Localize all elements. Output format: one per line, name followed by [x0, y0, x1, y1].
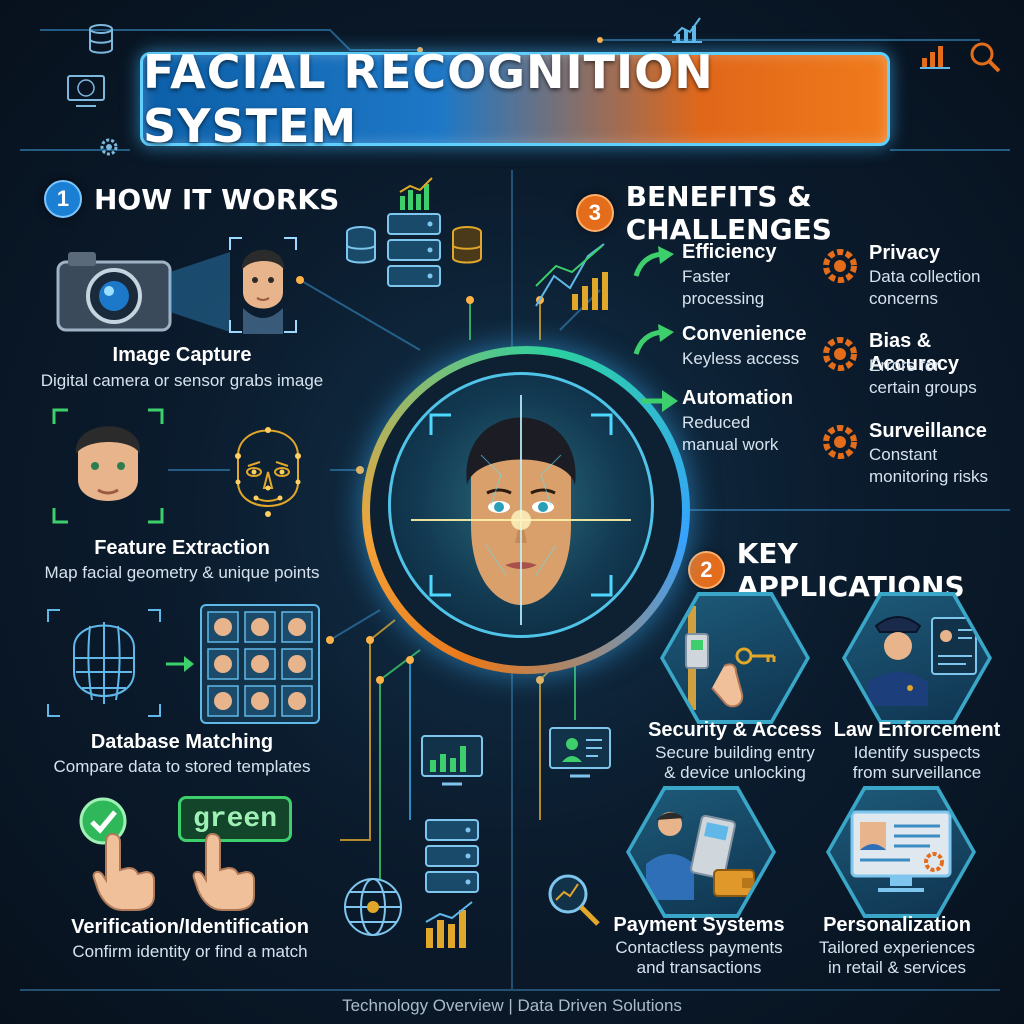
face-template-grid [200, 604, 320, 724]
monitor-icon [549, 727, 611, 778]
camera-icon [56, 252, 172, 332]
app-hex-security [660, 592, 810, 724]
page-title: FACIAL RECOGNITION SYSTEM [143, 45, 714, 153]
app-title-security: Security & Access [648, 719, 822, 741]
face-mesh-icon [235, 427, 301, 517]
title-banner: FACIAL RECOGNITION SYSTEM [140, 45, 890, 153]
step-desc-database-matching: Compare data to stored templates [53, 757, 311, 776]
wireframe-face-icon [47, 609, 161, 717]
face-icon [52, 408, 164, 524]
step-desc-feature-extraction: Map facial geometry & unique points [44, 563, 320, 582]
app-title-personalization: Personalization [823, 914, 971, 936]
benefit-desc-efficiency-2: processing [682, 289, 765, 308]
checkmark-icon [79, 797, 127, 845]
app-desc-security-1: Secure building entry [655, 743, 815, 762]
benefit-title-efficiency: Efficiency [682, 241, 777, 263]
step-title-feature-extraction: Feature Extraction [94, 537, 270, 559]
globe-icon [344, 878, 402, 936]
section-applications-header: 2 KEY APPLICATIONS [688, 537, 1024, 603]
section-number: 1 [44, 180, 82, 218]
database-icon [452, 226, 482, 264]
app-desc-personalization-2: in retail & services [828, 958, 966, 977]
challenge-title-surveillance: Surveillance [869, 420, 987, 442]
hand-pointer-icon [92, 832, 155, 911]
step-title-image-capture: Image Capture [112, 344, 252, 366]
app-desc-payment-1: Contactless payments [615, 938, 783, 957]
challenge-desc-bias-1: Errors for [869, 356, 940, 375]
section-title: HOW IT WORKS [94, 182, 340, 216]
arrow-icon [166, 656, 194, 672]
section-number: 3 [576, 194, 614, 232]
scan-beam [170, 252, 230, 332]
section-number: 2 [688, 551, 725, 589]
benefit-desc-automation-1: Reduced [682, 413, 751, 432]
footer-text: Technology Overview | Data Driven Soluti… [342, 996, 682, 1015]
hand-pointer-icon [192, 832, 255, 911]
step-desc-image-capture: Digital camera or sensor grabs image [40, 371, 324, 390]
app-desc-law-enforcement-2: from surveillance [852, 763, 982, 782]
step-title-verification: Verification/Identification [71, 916, 309, 938]
monitor-icon [421, 735, 483, 786]
gear-icon [100, 138, 118, 156]
arrow-icon [633, 246, 674, 277]
section-how-it-works-header: 1 HOW IT WORKS [44, 180, 339, 218]
benefit-desc-efficiency-1: Faster [682, 267, 731, 286]
challenge-desc-bias-2: certain groups [869, 378, 977, 397]
chart-icon [920, 46, 950, 69]
app-title-law-enforcement: Law Enforcement [833, 719, 1001, 741]
verify-badge-text: green [192, 803, 277, 835]
server-icon [425, 819, 479, 893]
server-icon [387, 213, 441, 287]
gear-icon [823, 249, 857, 283]
benefit-desc-convenience-1: Keyless access [682, 349, 800, 368]
challenge-title-bias: Bias & Accuracy [869, 330, 960, 375]
chart-icon [672, 17, 702, 43]
challenge-desc-privacy-1: Data collection [869, 267, 981, 286]
app-title-payment: Payment Systems [613, 914, 785, 936]
app-desc-personalization-1: Tailored experiences [819, 938, 975, 957]
verify-badge: green [178, 796, 292, 842]
section-title: BENEFITS & CHALLENGES [625, 180, 832, 246]
challenge-desc-privacy-2: concerns [869, 289, 938, 308]
step-title-database-matching: Database Matching [90, 731, 274, 753]
face-icon [229, 237, 297, 334]
app-desc-law-enforcement-1: Identify suspects [853, 743, 981, 762]
arrow-icon [642, 390, 678, 412]
database-icon [89, 24, 113, 54]
gear-icon [823, 337, 857, 371]
chart-icon [425, 901, 473, 948]
chart-icon [399, 177, 433, 210]
app-hex-payment [626, 786, 776, 918]
app-desc-security-2: & device unlocking [664, 763, 806, 782]
challenge-title-privacy: Privacy [869, 242, 941, 264]
benefit-desc-automation-2: manual work [682, 435, 779, 454]
magnifier-icon [970, 42, 1001, 73]
benefit-title-convenience: Convenience [682, 323, 807, 345]
section-benefits-header: 3 BENEFITS & CHALLENGES [576, 180, 1024, 246]
app-hex-law-enforcement [842, 592, 992, 724]
step-desc-verification: Confirm identity or find a match [72, 942, 308, 961]
gear-icon [823, 425, 857, 459]
challenge-desc-surveillance-1: Constant [869, 445, 938, 464]
arrow-icon [633, 324, 674, 355]
monitor-icon [67, 75, 105, 107]
chart-icon [535, 243, 608, 310]
central-face-scan [388, 372, 654, 638]
challenge-desc-surveillance-2: monitoring risks [869, 467, 989, 486]
benefit-title-automation: Automation [682, 387, 794, 409]
app-desc-payment-2: and transactions [636, 958, 762, 977]
magnifier-icon [548, 874, 600, 926]
app-hex-personalization [826, 786, 976, 918]
database-icon [346, 226, 376, 264]
